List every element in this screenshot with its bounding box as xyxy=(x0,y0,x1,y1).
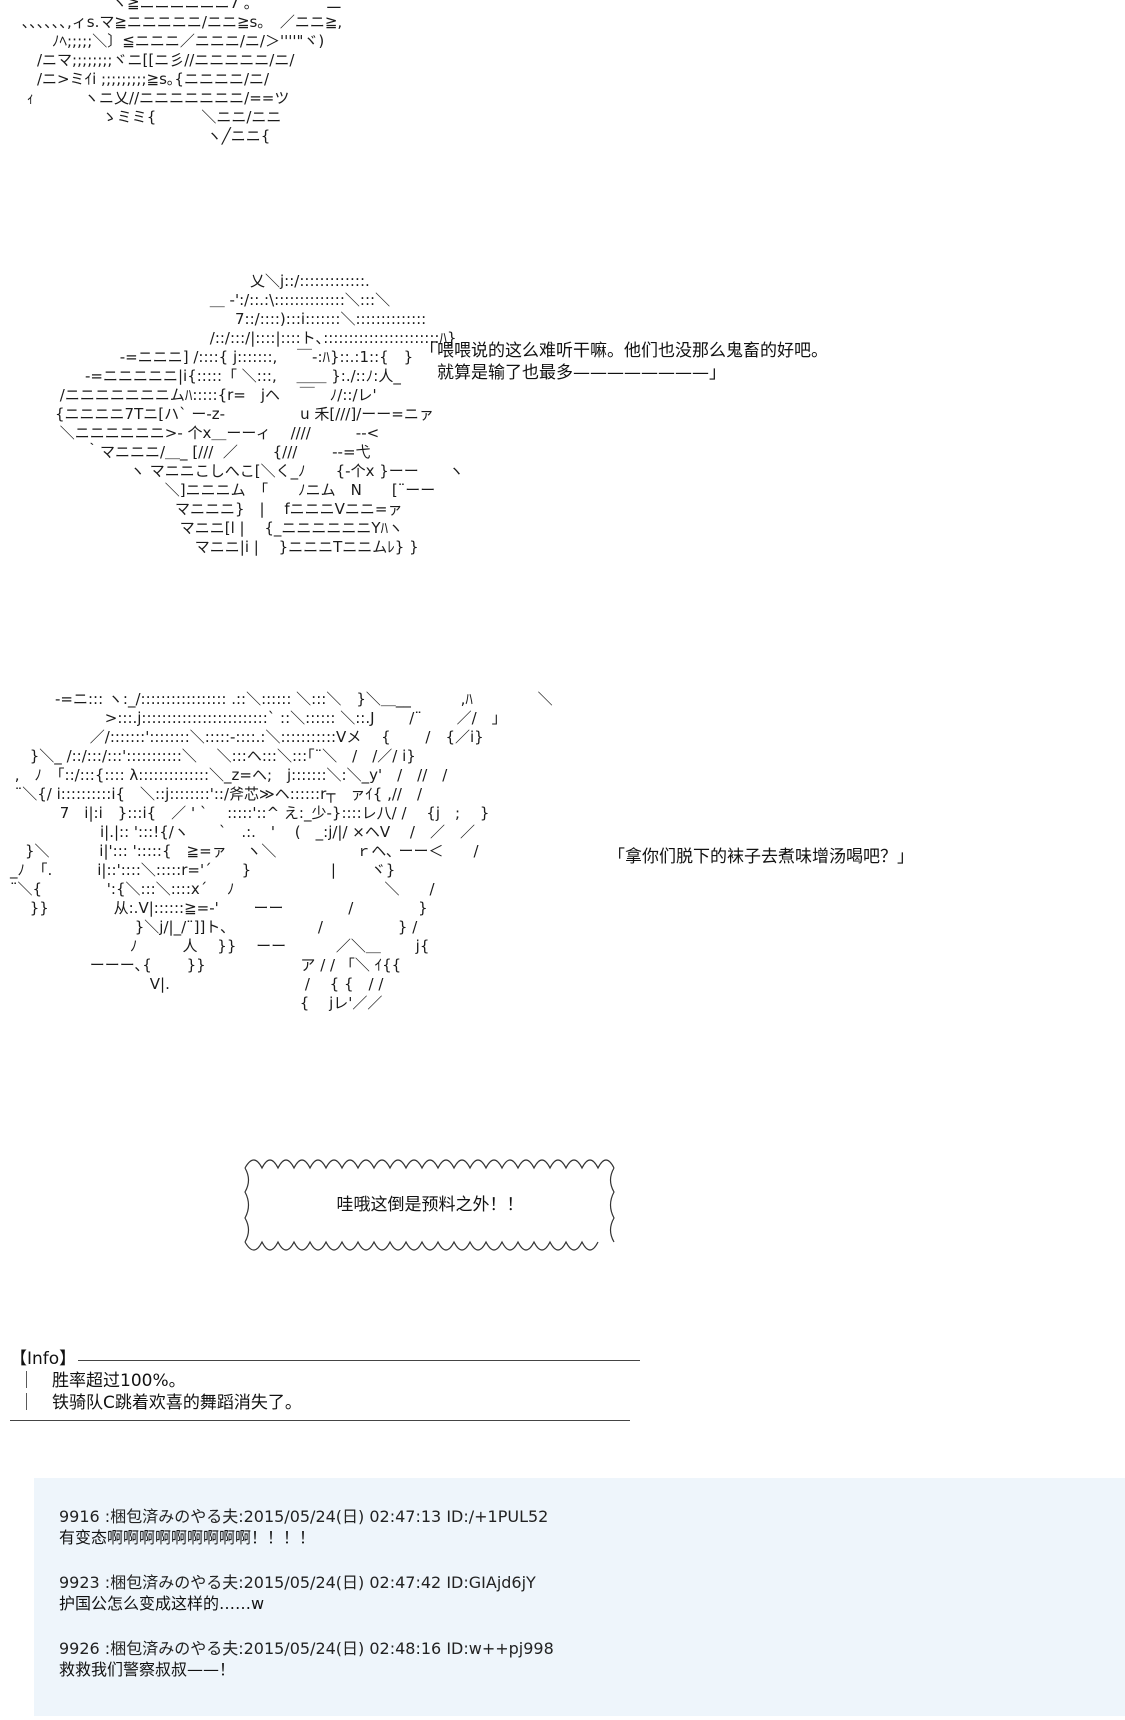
dialog-line-2: 就算是输了也最多————————」 xyxy=(420,363,726,383)
info-header-row: 【Info】 xyxy=(10,1348,640,1370)
callout-border xyxy=(244,1159,615,1251)
comment-header: 9926 :梱包済みのやる夫:2015/05/24(日) 02:48:16 ID… xyxy=(59,1639,554,1658)
ascii-art-character-1: 乂＼j::/:::::::::::::. ＿ -':/::.:\::::::::… xyxy=(55,272,464,556)
comment-message: 有变态啊啊啊啊啊啊啊啊啊！！！！ xyxy=(59,1528,316,1547)
comment-message: 救救我们警察叔叔——！ xyxy=(59,1660,236,1679)
info-line-2: ｜ 铁骑队C跳着欢喜的舞蹈消失了。 xyxy=(18,1393,302,1413)
comment-header: 9916 :梱包済みのやる夫:2015/05/24(日) 02:47:13 ID… xyxy=(59,1507,549,1526)
callout-text: 哇哦这倒是预料之外！！ xyxy=(336,1195,524,1215)
dialog-line-1: 「喂喂说的这么难听干嘛。他们也没那么鬼畜的好吧。 xyxy=(420,341,828,361)
info-box: 【Info】 ｜ 胜率超过100%。 ｜ 铁骑队C跳着欢喜的舞蹈消失了。 xyxy=(10,1348,640,1421)
info-header: 【Info】 xyxy=(10,1349,77,1369)
speech-callout: 哇哦这倒是预料之外！！ xyxy=(240,1150,620,1260)
info-line-1: ｜ 胜率超过100%。 xyxy=(18,1371,186,1391)
ascii-art-character-2: -=ニ::: ヽ:_/::::::::::::::::: .::＼:::::: … xyxy=(10,690,553,1012)
comment-panel: 9916 :梱包済みのやる夫:2015/05/24(日) 02:47:13 ID… xyxy=(34,1478,1125,1716)
info-header-rule xyxy=(78,1359,640,1361)
comment-item: 9923 :梱包済みのやる夫:2015/05/24(日) 02:47:42 ID… xyxy=(59,1572,536,1614)
comment-item: 9916 :梱包済みのやる夫:2015/05/24(日) 02:47:13 ID… xyxy=(59,1506,548,1548)
comment-message: 护国公怎么变成这样的……w xyxy=(59,1594,265,1613)
ascii-art-top: ヽ≧ニニニニニニ7 ｡ 二 ､､､､､､,ィs.マ≧ニニニニニ/ニニ≧s｡ ／ニ… xyxy=(22,0,343,145)
comment-header: 9923 :梱包済みのやる夫:2015/05/24(日) 02:47:42 ID… xyxy=(59,1573,536,1592)
comment-item: 9926 :梱包済みのやる夫:2015/05/24(日) 02:48:16 ID… xyxy=(59,1638,554,1680)
info-bottom-rule xyxy=(10,1420,630,1421)
dialog-line-3: 「拿你们脱下的袜子去煮味增汤喝吧？」 xyxy=(608,847,914,867)
